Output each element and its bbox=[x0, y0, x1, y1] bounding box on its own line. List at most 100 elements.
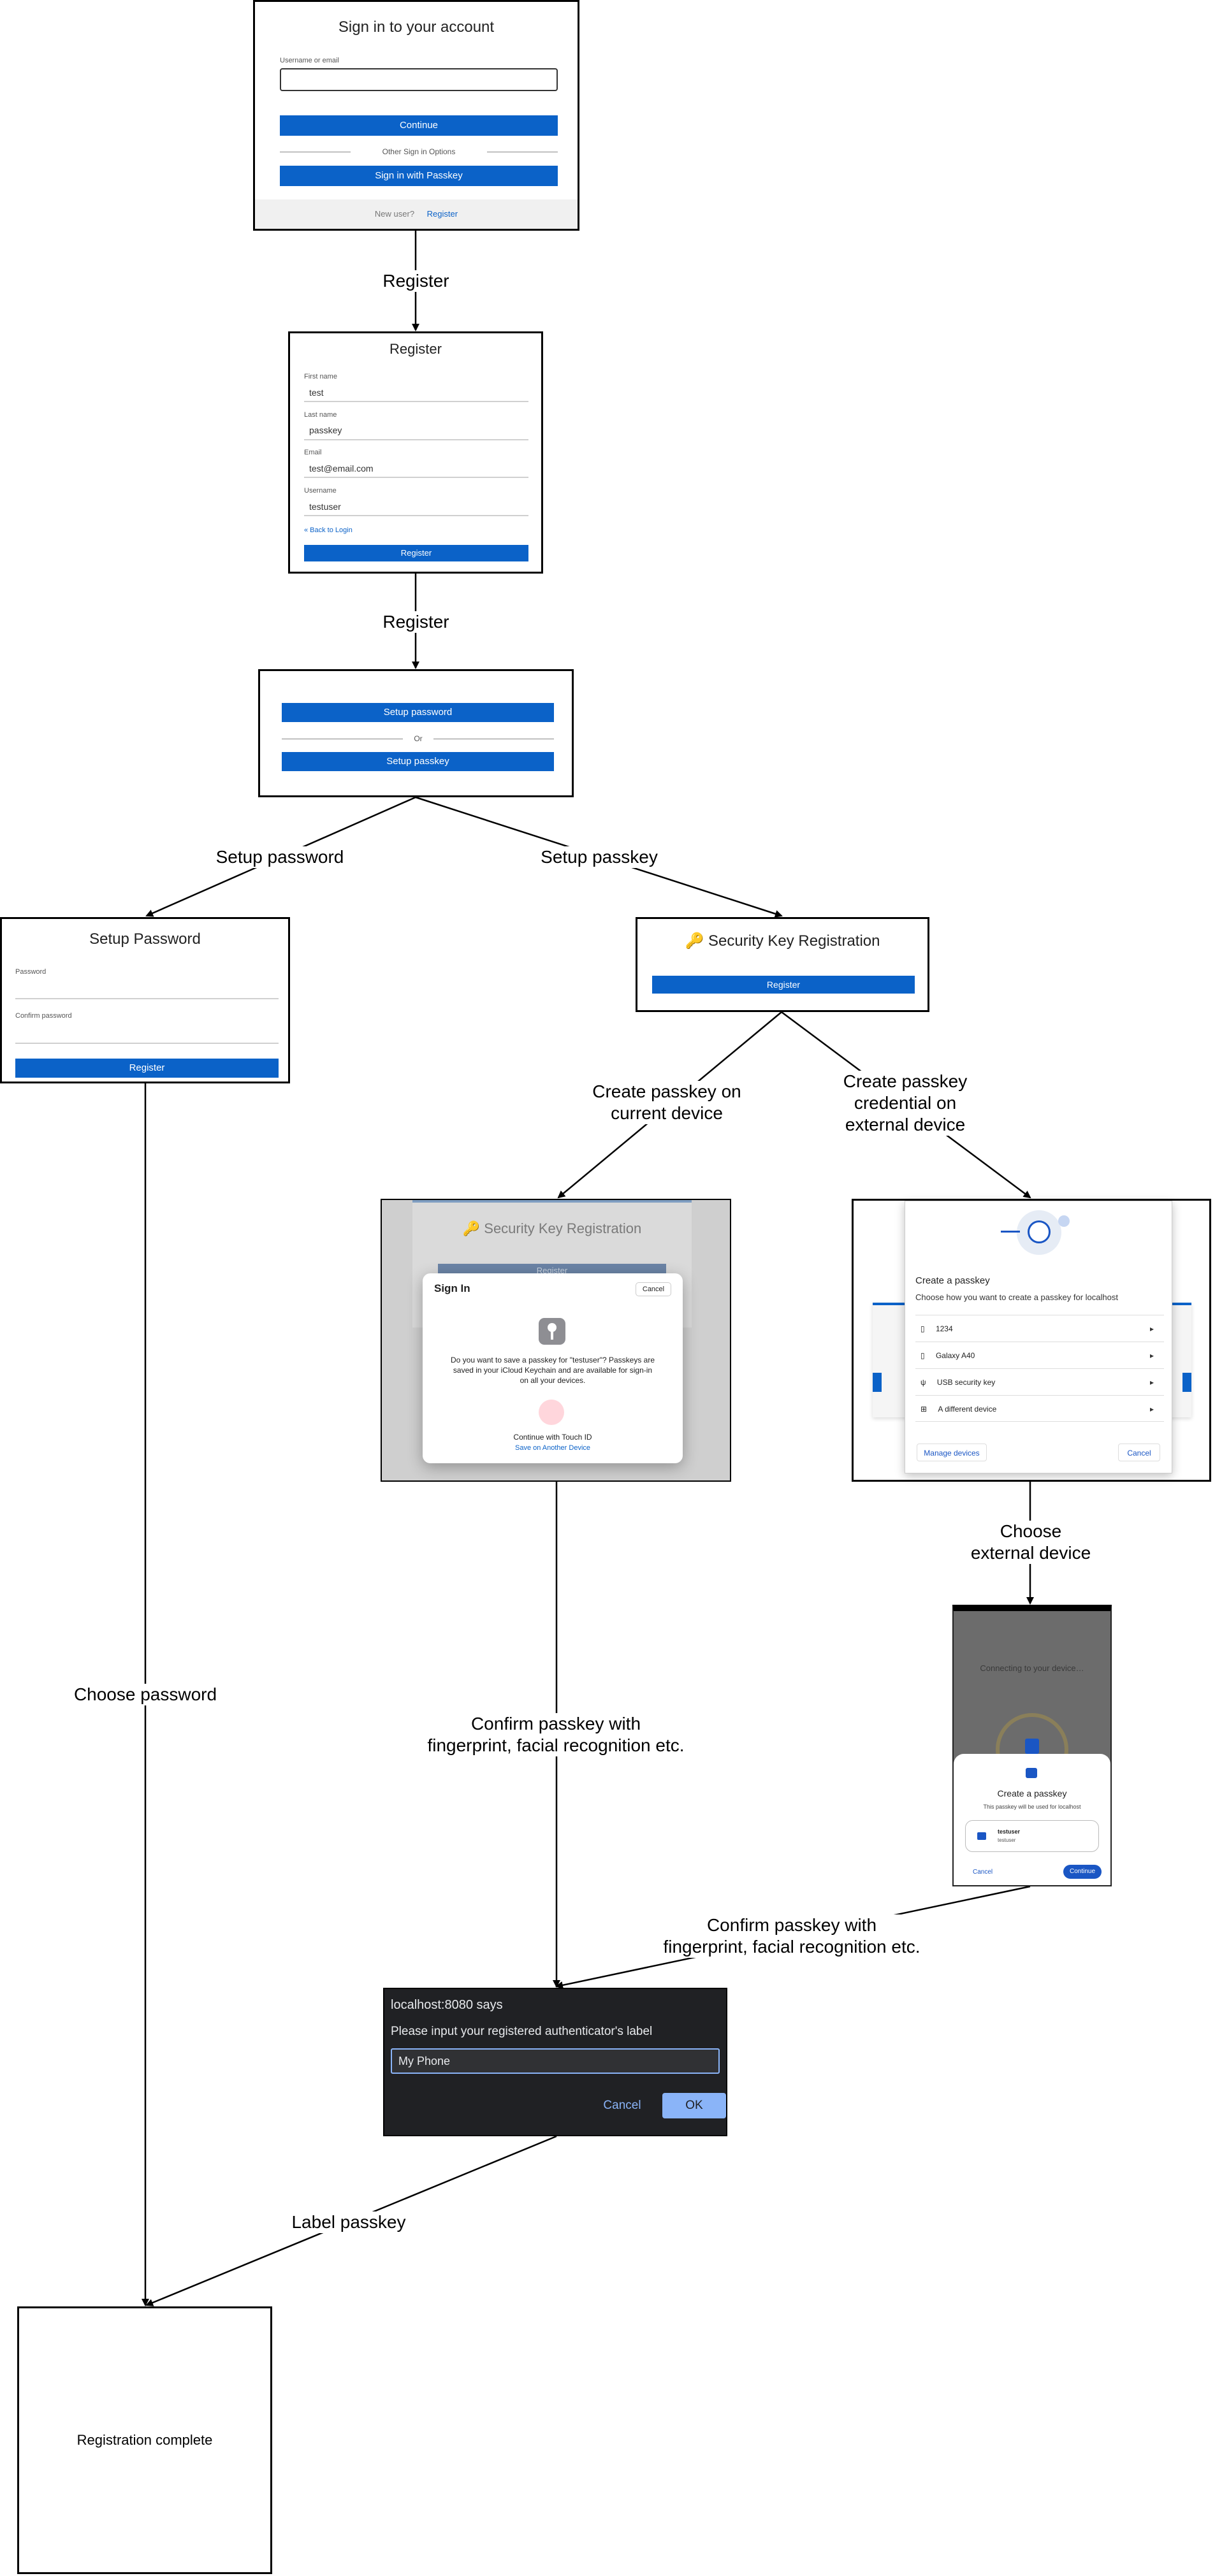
field-underline bbox=[304, 439, 528, 440]
dialog-cancel-button[interactable]: Cancel bbox=[636, 1282, 671, 1296]
key-icon: 🔑 bbox=[462, 1220, 481, 1236]
save-another-device-link[interactable]: Save on Another Device bbox=[514, 1444, 591, 1452]
continue-button[interactable]: Continue bbox=[280, 115, 558, 136]
phone-create-subtitle: This passkey will be used for localhost bbox=[983, 1804, 1081, 1810]
prompt-ok-button[interactable]: OK bbox=[662, 2093, 726, 2118]
security-key-register-button[interactable]: Register bbox=[652, 976, 915, 994]
confirm-password-input[interactable] bbox=[15, 1022, 279, 1041]
register-screen: Register First name test Last name passk… bbox=[288, 331, 543, 574]
sign-in-dialog: Sign In Cancel Do you want to save a pas… bbox=[423, 1273, 683, 1463]
edge-label-line: Choose bbox=[964, 1521, 1098, 1542]
illustration-dot bbox=[1058, 1215, 1070, 1227]
password-input[interactable] bbox=[15, 978, 279, 997]
device-option[interactable]: ▯ 1234 ▸ bbox=[915, 1315, 1164, 1342]
connecting-text: Connecting to your device… bbox=[980, 1663, 1084, 1673]
passkey-illustration bbox=[905, 1201, 1173, 1265]
signin-footer: New user? Register bbox=[255, 199, 578, 229]
prompt-cancel-button[interactable]: Cancel bbox=[603, 2099, 641, 2112]
edge-label-setup-password: Setup password bbox=[209, 846, 351, 868]
new-user-text: New user? bbox=[374, 209, 415, 219]
setup-passkey-button[interactable]: Setup passkey bbox=[282, 752, 554, 771]
dialog-title: Sign In bbox=[434, 1282, 470, 1294]
setup-password-screen: Setup Password Password Confirm password… bbox=[0, 917, 290, 1083]
chevron-right-icon: ▸ bbox=[1149, 1351, 1154, 1360]
device-option[interactable]: ⊞ A different device ▸ bbox=[915, 1395, 1164, 1422]
register-submit-button[interactable]: Register bbox=[304, 545, 528, 561]
touch-id-label: Continue with Touch ID bbox=[513, 1433, 592, 1442]
edge-label-choose-password: Choose password bbox=[70, 1684, 221, 1705]
prompt-title: localhost:8080 says bbox=[391, 1998, 503, 2012]
dialog-message: Do you want to save a passkey for "testu… bbox=[451, 1356, 655, 1385]
edge-label-line: external device bbox=[964, 1542, 1098, 1564]
key-shaft-shape bbox=[551, 1331, 553, 1340]
phone-screen: Connecting to your device… Create a pass… bbox=[952, 1605, 1112, 1886]
chrome-cancel-button[interactable]: Cancel bbox=[1118, 1444, 1160, 1461]
security-key-heading: 🔑 Security Key Registration bbox=[637, 932, 928, 950]
option-label: A different device bbox=[938, 1405, 997, 1414]
confirm-password-label: Confirm password bbox=[15, 1012, 72, 1020]
usb-icon: ψ bbox=[920, 1378, 926, 1387]
phone-create-title: Create a passkey bbox=[997, 1788, 1067, 1798]
edge-label-label-passkey: Label passkey bbox=[288, 2211, 409, 2233]
edge-label-line: Confirm passkey with bbox=[657, 1914, 927, 1936]
lastname-input[interactable]: passkey bbox=[309, 425, 342, 435]
username-input[interactable]: testuser bbox=[309, 502, 341, 512]
key-icon: 🔑 bbox=[685, 932, 704, 950]
label-input-value: My Phone bbox=[398, 2055, 451, 2067]
edge-label-line: external device bbox=[836, 1114, 974, 1136]
email-input[interactable]: test@email.com bbox=[309, 463, 374, 474]
account-name: testuser bbox=[998, 1828, 1021, 1835]
or-label: Or bbox=[403, 733, 433, 744]
edge-label-choose-external: Choose external device bbox=[964, 1521, 1098, 1564]
edge-label-line: Create passkey bbox=[836, 1071, 974, 1092]
create-passkey-title: Create a passkey bbox=[915, 1275, 990, 1286]
edge-label-line: fingerprint, facial recognition etc. bbox=[657, 1936, 927, 1958]
setup-password-button[interactable]: Setup password bbox=[282, 703, 554, 722]
edge-label-setup-passkey: Setup passkey bbox=[534, 846, 664, 868]
edge-label-line: Confirm passkey with bbox=[421, 1713, 691, 1735]
other-options-label: Other Sign in Options bbox=[351, 146, 487, 157]
back-to-login-link[interactable]: « Back to Login bbox=[304, 526, 353, 534]
edge-label-line: Create passkey on bbox=[586, 1081, 747, 1103]
security-key-screen: 🔑 Security Key Registration Register bbox=[636, 917, 929, 1012]
phone-icon: ▯ bbox=[920, 1324, 925, 1333]
edge-label-line: current device bbox=[586, 1103, 747, 1124]
edge-label-confirm-current: Confirm passkey with fingerprint, facial… bbox=[421, 1713, 691, 1756]
field-underline bbox=[304, 515, 528, 516]
device-option[interactable]: ψ USB security key ▸ bbox=[915, 1368, 1164, 1395]
passkey-signin-button[interactable]: Sign in with Passkey bbox=[280, 166, 558, 186]
passkey-user-icon bbox=[1026, 1768, 1037, 1778]
manage-devices-button[interactable]: Manage devices bbox=[917, 1444, 987, 1461]
edge-label-register: Register bbox=[370, 270, 462, 292]
edge-label-confirm-external: Confirm passkey with fingerprint, facial… bbox=[657, 1914, 927, 1958]
create-passkey-subtitle: Choose how you want to create a passkey … bbox=[915, 1292, 1118, 1302]
phone-cancel-button[interactable]: Cancel bbox=[973, 1869, 993, 1876]
edge-label-external-device: Create passkey credential on external de… bbox=[836, 1071, 974, 1136]
register-link[interactable]: Register bbox=[426, 209, 458, 219]
illustration-line bbox=[1001, 1231, 1020, 1233]
password-label: Password bbox=[15, 968, 47, 976]
email-label: Email bbox=[304, 449, 322, 456]
create-passkey-sheet: Create a passkey This passkey will be us… bbox=[954, 1754, 1110, 1885]
username-input[interactable] bbox=[280, 68, 558, 91]
device-option[interactable]: ▯ Galaxy A40 ▸ bbox=[915, 1342, 1164, 1368]
lock-icon bbox=[1025, 1739, 1039, 1754]
register-title: Register bbox=[389, 341, 442, 357]
create-passkey-dialog: Create a passkey Choose how you want to … bbox=[905, 1201, 1172, 1473]
prompt-message: Please input your registered authenticat… bbox=[391, 2025, 653, 2038]
phone-continue-button[interactable]: Continue bbox=[1063, 1865, 1102, 1879]
chevron-right-icon: ▸ bbox=[1149, 1405, 1154, 1414]
field-underline bbox=[15, 1043, 279, 1044]
chevron-right-icon: ▸ bbox=[1149, 1378, 1154, 1387]
lastname-label: Last name bbox=[304, 411, 337, 419]
setup-password-register-button[interactable]: Register bbox=[15, 1059, 279, 1078]
key-head-shape bbox=[548, 1323, 557, 1332]
firstname-label: First name bbox=[304, 373, 337, 380]
firstname-input[interactable]: test bbox=[309, 387, 324, 398]
account-card[interactable]: testuser testuser bbox=[965, 1820, 1099, 1852]
complete-text: Registration complete bbox=[76, 2432, 213, 2448]
edge-label-line: credential on bbox=[836, 1092, 974, 1114]
mac-passkey-screen: 🔑 Security Key Registration Register Sig… bbox=[381, 1199, 731, 1482]
username-label: Username bbox=[304, 487, 337, 495]
label-input[interactable]: My Phone bbox=[391, 2048, 720, 2074]
